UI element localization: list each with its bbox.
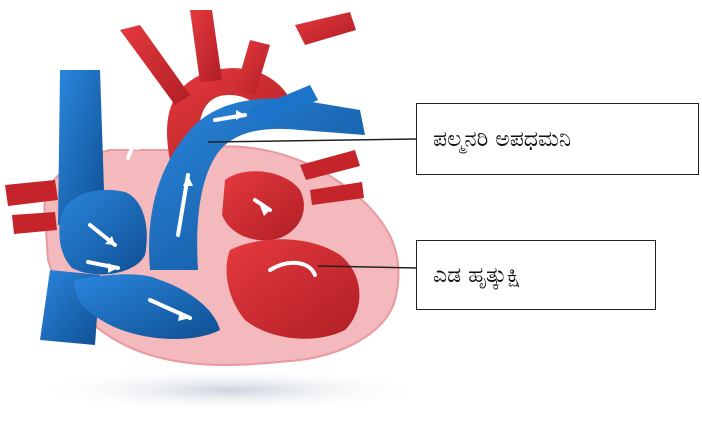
leader-line-pulmonary (208, 139, 416, 142)
label-pulmonary-artery: ಪಲ್ಮನರಿ ಅಪಧಮನಿ (433, 127, 571, 152)
label-box-pulmonary-artery: ಪಲ್ಮನರಿ ಅಪಧಮನಿ (416, 103, 699, 175)
aortic-branch-4 (295, 12, 356, 45)
label-left-ventricle: ಎಡ ಹೃತ್ಕುಕ್ಷಿ (433, 263, 520, 288)
label-box-left-ventricle: ಎಡ ಹೃತ್ಕುಕ್ಷಿ (416, 240, 656, 310)
aortic-branch-1 (120, 25, 190, 105)
aortic-branch-2 (190, 10, 222, 82)
right-atrium (59, 190, 146, 275)
heart-reflection (30, 368, 430, 412)
